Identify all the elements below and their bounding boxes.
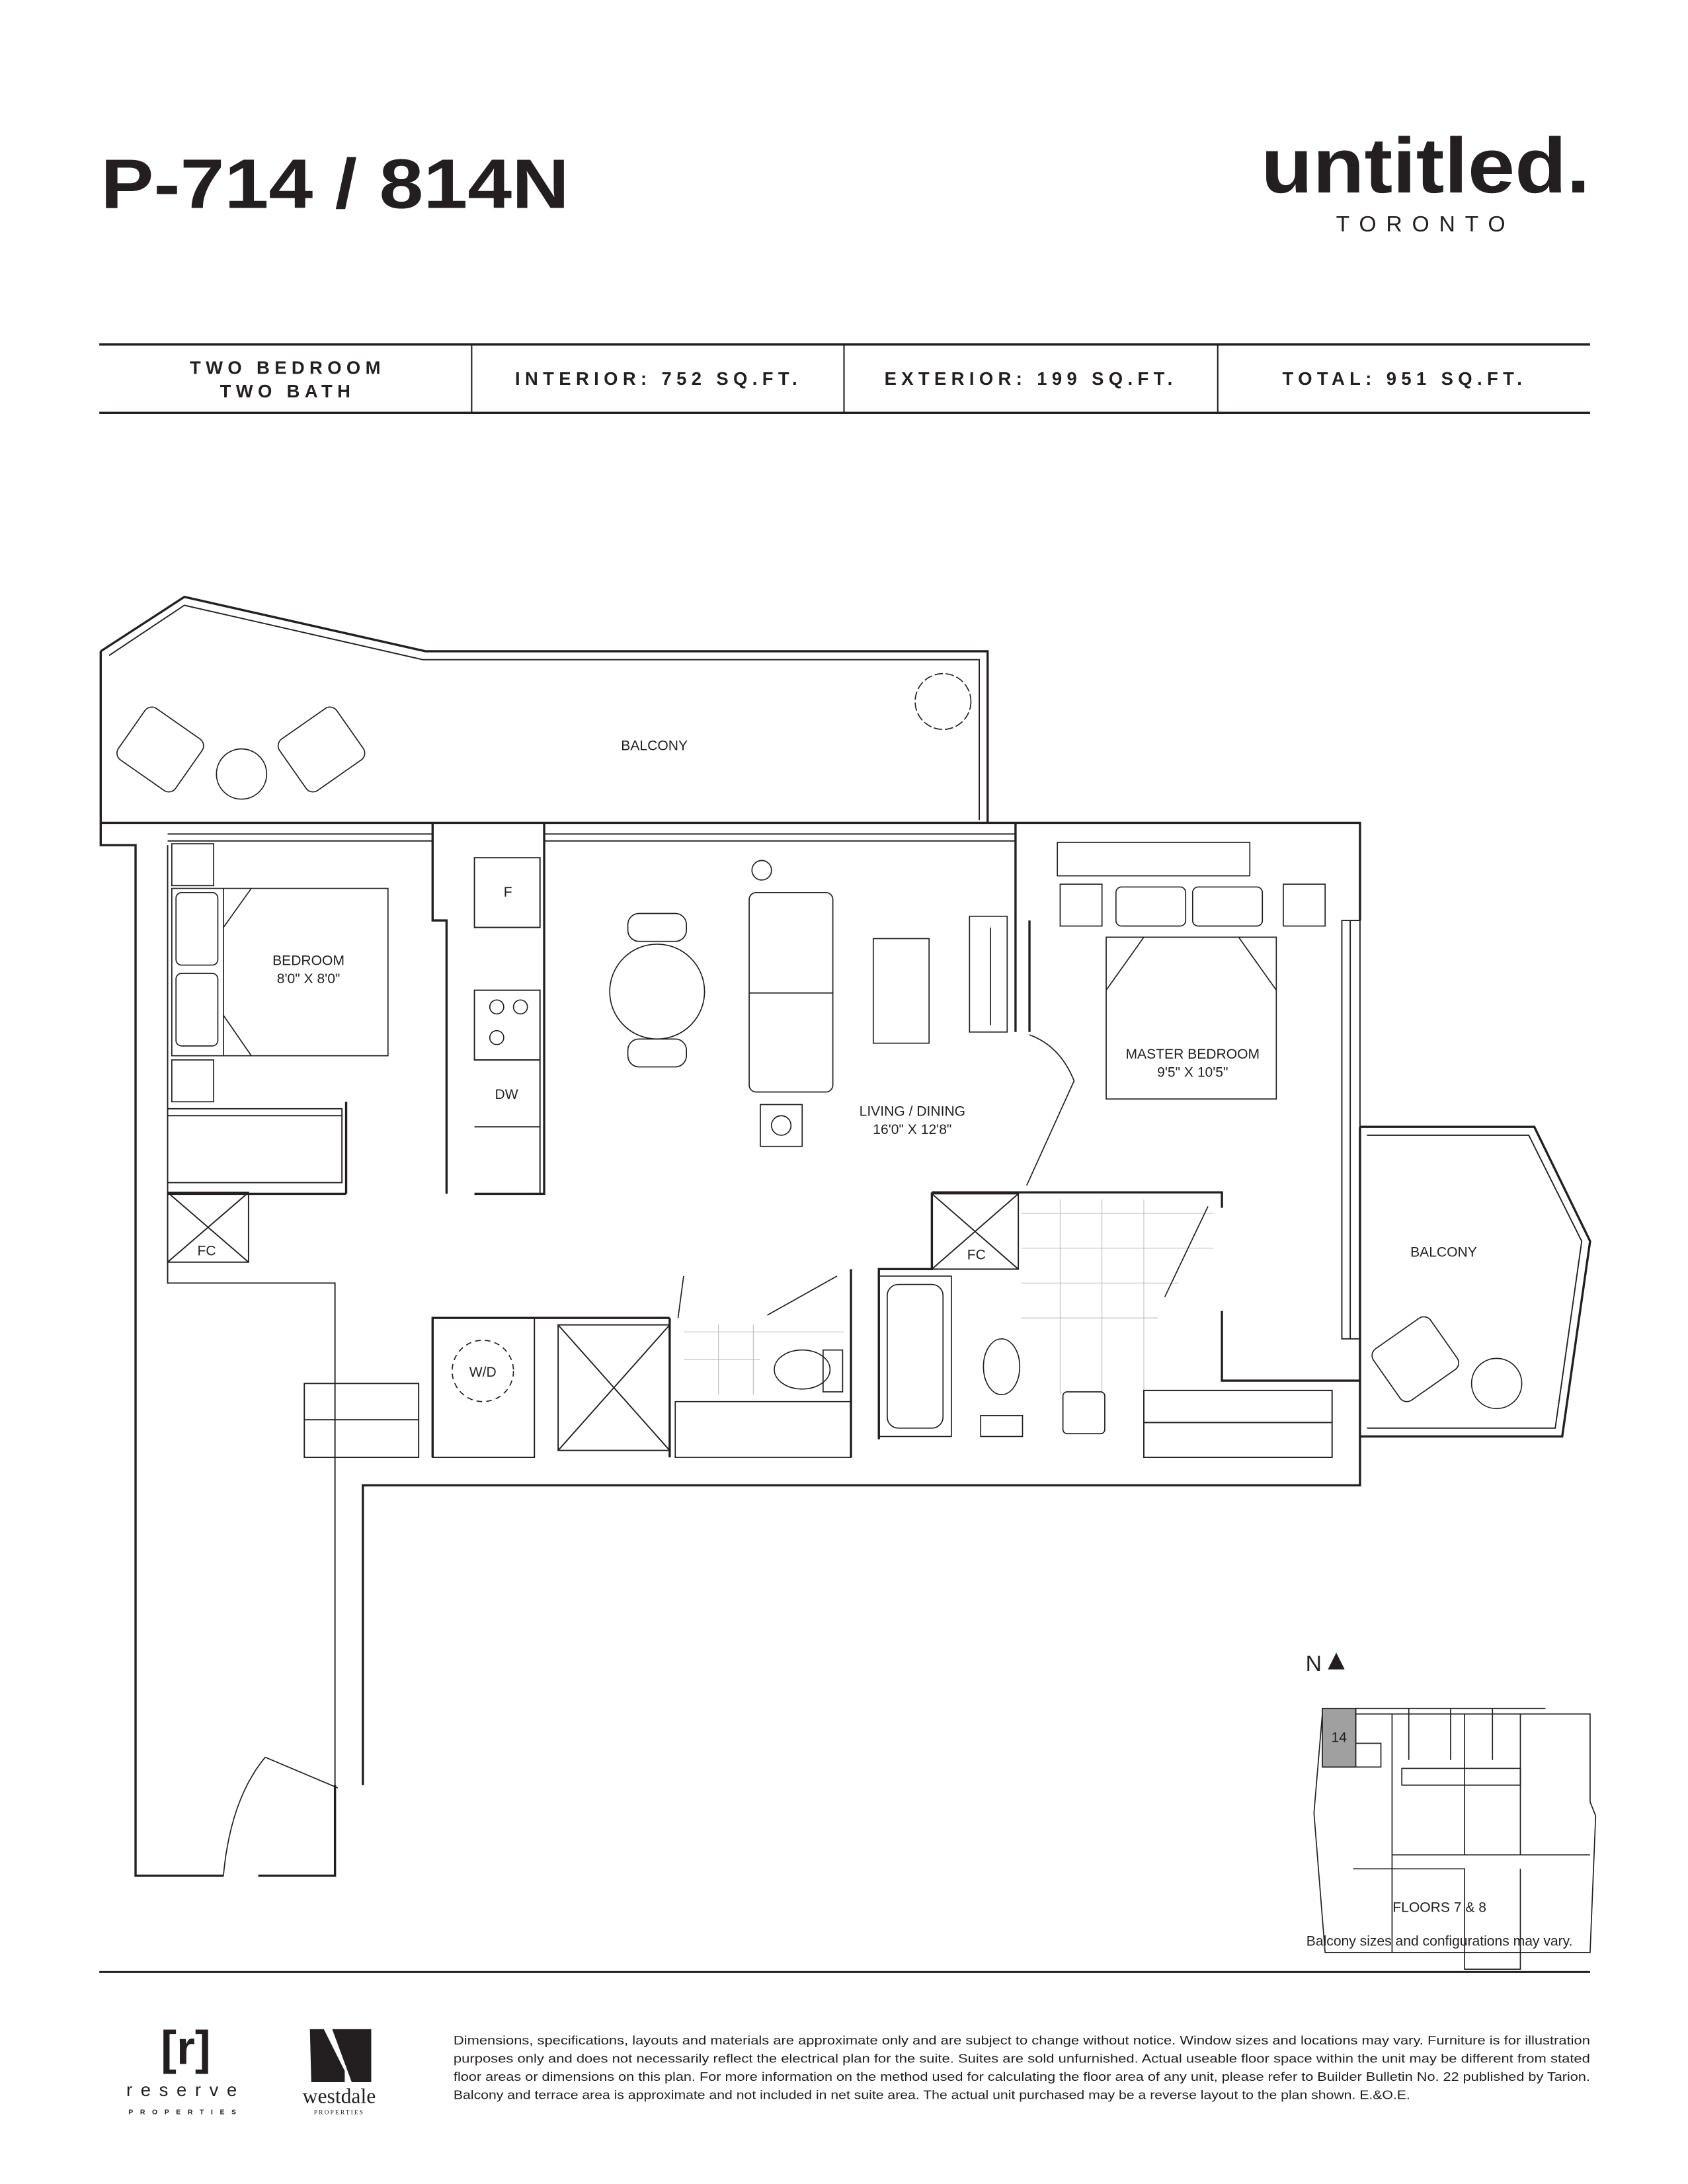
balcony-right-outline <box>1359 1125 1591 1438</box>
washer-dryer-label: W/D <box>469 1365 497 1380</box>
living-dining-label: LIVING / DINING <box>860 1104 965 1119</box>
unit-title: P-714 / 814N <box>100 145 569 223</box>
floor-plan: BALCONY BALCONY BEDROOM 8'0" X 8'0" MAST… <box>99 595 1591 1877</box>
balcony-note: Balcony sizes and configurations may var… <box>1306 1933 1573 1949</box>
unit-number: 14 <box>1332 1730 1347 1745</box>
disclaimer-line: purposes only and does not necessarily r… <box>454 2052 1590 2065</box>
exterior-area: EXTERIOR: 199 SQ.FT. <box>885 368 1178 389</box>
reserve-name: reserve <box>126 2080 245 2100</box>
reserve-sub: PROPERTIES <box>128 2109 243 2117</box>
bedroom-dims: 8'0" X 8'0" <box>277 971 341 987</box>
north-arrow-icon <box>1328 1652 1345 1670</box>
bedroom-label: BEDROOM <box>272 953 344 969</box>
disclaimer-line: floor areas or dimensions on this plan. … <box>454 2070 1590 2083</box>
key-plan: N 14 FLOORS 7 & 8 Balcony sizes and conf… <box>1306 1651 1597 1970</box>
total-area: TOTAL: 951 SQ.FT. <box>1283 368 1527 389</box>
unit-outer-wall <box>99 821 1361 1877</box>
reserve-mark: [r] <box>161 2022 211 2075</box>
fridge-label: F <box>504 885 512 900</box>
fc-label-2: FC <box>967 1248 986 1263</box>
dishwasher-label: DW <box>495 1087 518 1102</box>
floors-label: FLOORS 7 & 8 <box>1392 1900 1486 1916</box>
untitled-logo: untitled. TORONTO <box>1261 122 1590 237</box>
master-bedroom-dims: 9'5" X 10'5" <box>1157 1065 1228 1080</box>
westdale-sub: PROPERTIES <box>314 2110 364 2117</box>
westdale-name: westdale <box>303 2085 376 2108</box>
master-bedroom-label: MASTER BEDROOM <box>1125 1047 1260 1062</box>
unit-type-line2: TWO BATH <box>220 381 356 401</box>
north-label: N <box>1306 1651 1322 1676</box>
unit-type-line1: TWO BEDROOM <box>190 357 385 378</box>
westdale-mark <box>309 2029 372 2083</box>
brand-city: TORONTO <box>1336 212 1515 237</box>
disclaimer-line: Dimensions, specifications, layouts and … <box>454 2034 1590 2047</box>
balcony-top-label: BALCONY <box>621 739 688 754</box>
disclaimer: Dimensions, specifications, layouts and … <box>454 2034 1590 2101</box>
interior-area: INTERIOR: 752 SQ.FT. <box>515 368 802 389</box>
fc-label-1: FC <box>198 1243 216 1258</box>
info-bar: TWO BEDROOM TWO BATH INTERIOR: 752 SQ.FT… <box>99 343 1590 415</box>
reserve-properties-logo: [r] reserve PROPERTIES <box>126 2022 245 2117</box>
balcony-top-outline <box>99 595 989 823</box>
disclaimer-line: Balcony and terrace area is approximate … <box>454 2088 1410 2101</box>
balcony-right-label: BALCONY <box>1410 1244 1477 1260</box>
westdale-properties-logo: westdale PROPERTIES <box>303 2029 376 2117</box>
living-dining-dims: 16'0" X 12'8" <box>873 1122 951 1137</box>
brand-name: untitled. <box>1261 122 1590 210</box>
